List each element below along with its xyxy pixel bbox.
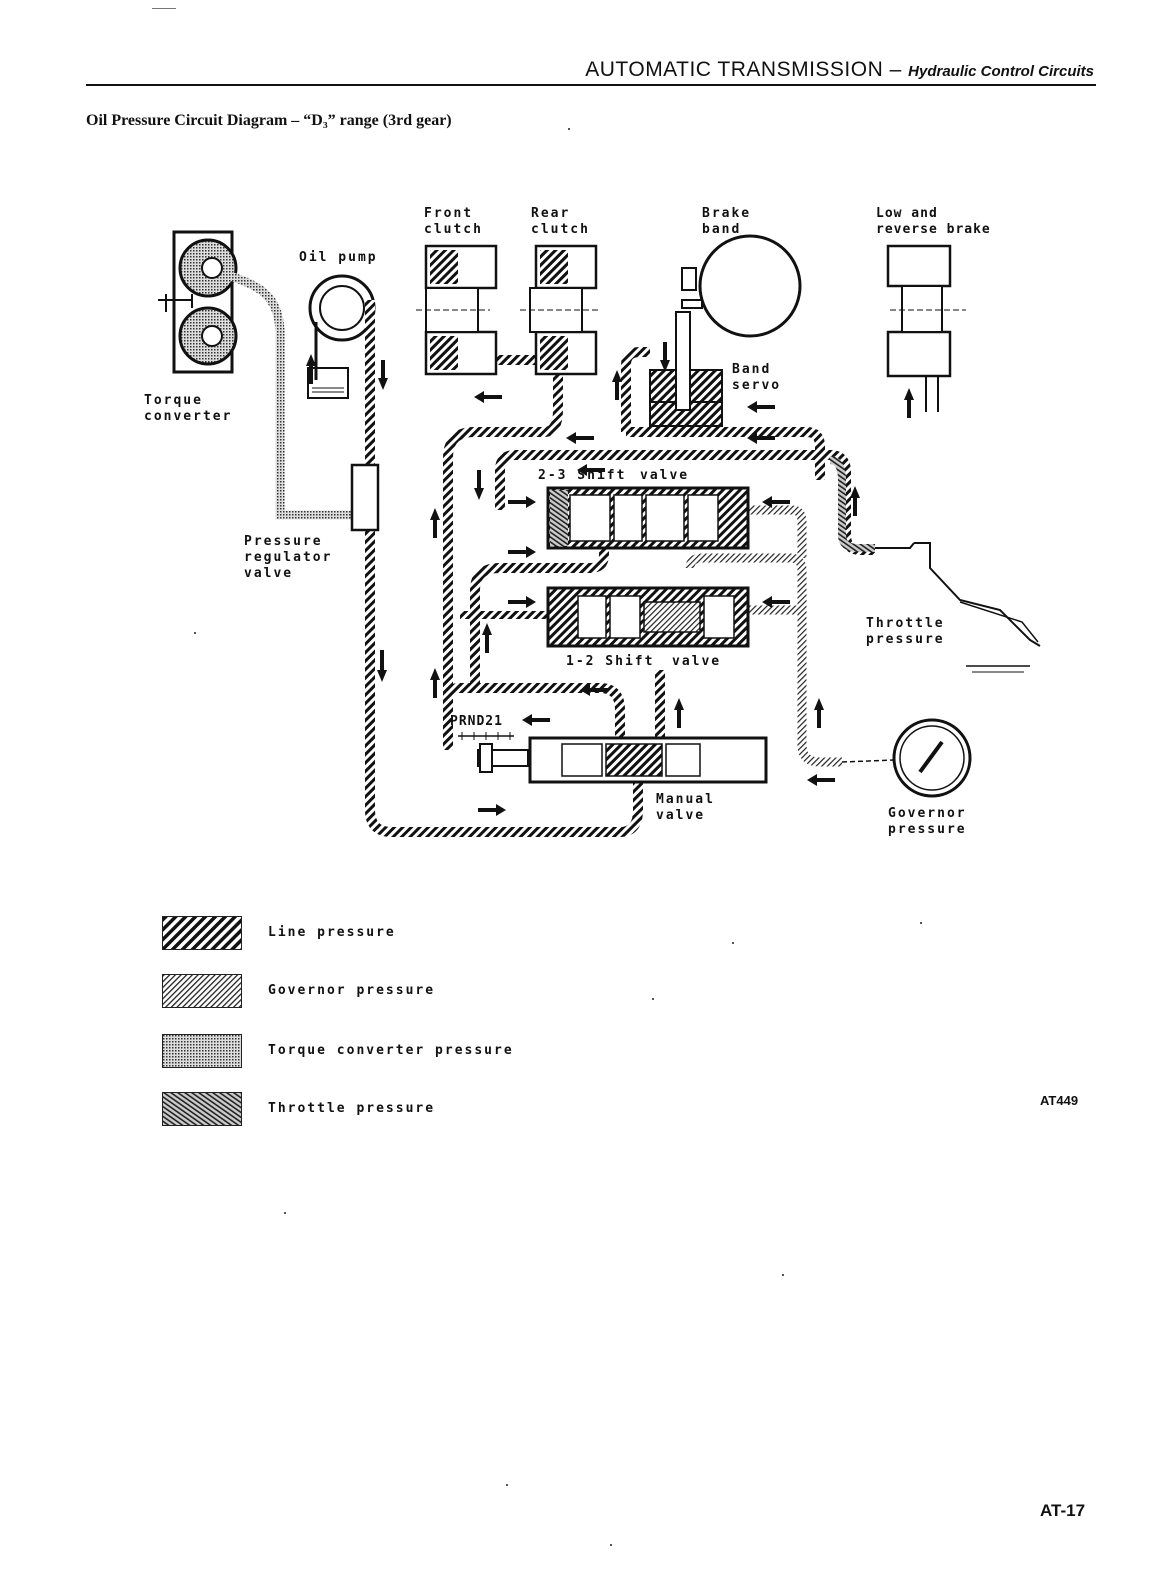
legend-label: Governor pressure <box>268 983 436 998</box>
label-governor-pressure: Governor pressure <box>888 806 967 837</box>
low-reverse-brake <box>886 244 966 412</box>
label-low-reverse-brake: Low and reverse brake <box>876 206 991 237</box>
label-pressure-regulator-valve: Pressure regulator valve <box>244 534 333 581</box>
band-servo <box>649 311 723 427</box>
header-rule <box>86 84 1096 86</box>
legend-swatch-throttle <box>162 1092 242 1126</box>
header-title: AUTOMATIC TRANSMISSION <box>585 58 884 81</box>
label-shift-valve-1-2-a: 1-2 Shift <box>566 654 655 669</box>
figure-code: AT449 <box>1040 1093 1079 1108</box>
scan-speck <box>506 1484 508 1486</box>
legend-label: Throttle pressure <box>268 1101 436 1116</box>
label-brake-band: Brake band <box>702 206 752 237</box>
label-front-clutch: Front clutch <box>424 206 483 237</box>
scan-speck <box>652 998 654 1000</box>
shift-valve-1-2 <box>546 586 750 648</box>
page-number: AT-17 <box>1040 1501 1086 1520</box>
header-subtitle: Hydraulic Control Circuits <box>908 63 1094 80</box>
scan-speck <box>782 1274 784 1276</box>
scan-speck <box>284 1212 286 1214</box>
front-clutch <box>416 244 498 376</box>
scan-speck <box>610 1544 612 1546</box>
torque-converter <box>158 230 238 374</box>
oil-pump <box>307 274 376 399</box>
flow-arrows <box>306 342 914 816</box>
shift-valve-2-3 <box>546 486 750 550</box>
legend-item-line-pressure: Line pressure <box>162 916 662 950</box>
hydraulic-circuit-diagram <box>158 230 1041 837</box>
governor-gauge <box>841 718 972 798</box>
legend-label: Line pressure <box>268 925 396 940</box>
legend-item-torque-converter-pressure: Torque converter pressure <box>162 1034 662 1068</box>
legend-swatch-governor <box>162 974 242 1008</box>
scan-speck <box>194 632 196 634</box>
scan-speck <box>732 942 734 944</box>
page-header: AUTOMATIC TRANSMISSION – Hydraulic Contr… <box>0 58 1094 82</box>
legend-swatch-line <box>162 916 242 950</box>
pressure-regulator-valve-body <box>350 463 380 532</box>
header-separator: – <box>889 58 902 81</box>
legend-swatch-torque <box>162 1034 242 1068</box>
scan-speck <box>568 128 570 130</box>
throttle-linkage <box>914 542 1041 673</box>
section-title: Oil Pressure Circuit Diagram – “D₃” rang… <box>86 112 452 129</box>
label-band-servo: Band servo <box>732 362 782 393</box>
scan-speck <box>920 922 922 924</box>
label-rear-clutch: Rear clutch <box>531 206 590 237</box>
brake-band <box>681 234 802 338</box>
label-oil-pump: Oil pump <box>299 250 378 265</box>
legend-label: Torque converter pressure <box>268 1043 514 1058</box>
rear-clutch <box>520 244 600 376</box>
label-shift-valve-2-3-b: valve <box>640 468 690 483</box>
label-throttle-pressure: Throttle pressure <box>866 616 945 647</box>
label-shift-valve-1-2-b: valve <box>672 654 722 669</box>
legend-item-throttle-pressure: Throttle pressure <box>162 1092 662 1126</box>
legend-item-governor-pressure: Governor pressure <box>162 974 662 1008</box>
label-shift-valve-2-3-a: 2-3 Shift <box>538 468 627 483</box>
label-torque-converter: Torque converter <box>144 393 233 424</box>
label-manual-valve: Manual valve <box>656 792 715 823</box>
scan-mark <box>152 8 176 9</box>
manual-valve <box>458 732 768 784</box>
label-prnd21: PRND21 <box>450 714 503 729</box>
